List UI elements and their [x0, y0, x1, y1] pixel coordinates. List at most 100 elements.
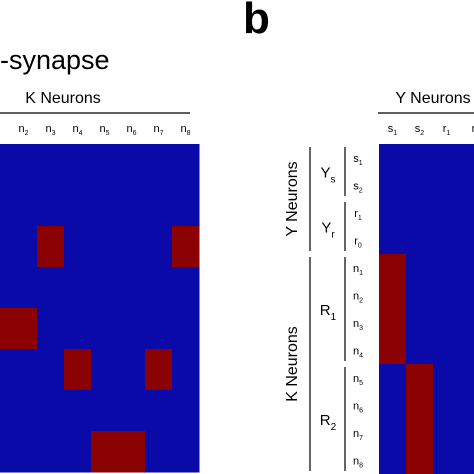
right-heatmap-cell — [460, 226, 474, 255]
right-column-label: r1 — [443, 123, 451, 137]
left-heatmap-cell — [118, 308, 146, 350]
left-group-label: K Neurons — [25, 90, 101, 107]
left-heatmap-cell — [118, 267, 146, 309]
left-heatmap-cell — [91, 308, 119, 350]
right-heatmap-cell — [406, 336, 434, 365]
left-heatmap-cell — [0, 267, 38, 309]
left-heatmap-cell — [172, 267, 200, 309]
left-heatmap-cell — [118, 226, 146, 268]
left-column-label: n7 — [153, 123, 163, 137]
left-heatmap-cell — [145, 226, 173, 268]
right-heatmap-cell — [460, 254, 474, 282]
right-heatmap-cell — [460, 419, 474, 447]
left-heatmap-cell — [0, 431, 38, 473]
right-heatmap-cell — [433, 144, 461, 172]
left-heatmap-cell — [64, 185, 92, 227]
right-heatmap-cell — [379, 226, 407, 255]
left-heatmap-cell — [145, 308, 173, 350]
right-heatmap-cell — [433, 446, 461, 474]
left-heatmap-cell — [0, 226, 38, 268]
left-heatmap-cell — [172, 349, 200, 391]
right-heatmap-cell — [406, 309, 434, 337]
right-heatmap-cell — [433, 309, 461, 337]
subgroup-label: R2 — [320, 412, 337, 433]
right-row-label: n8 — [353, 455, 363, 469]
right-column-label: r — [472, 123, 474, 135]
right-heatmap-cell — [406, 281, 434, 310]
right-heatmap-cell — [379, 281, 407, 310]
left-heatmap-cell — [145, 349, 173, 391]
right-row-label: s1 — [353, 153, 363, 167]
right-heatmap-cell — [433, 391, 461, 420]
left-column-label: n4 — [72, 123, 82, 137]
right-heatmap-cell — [379, 419, 407, 447]
right-row-label: n4 — [353, 345, 363, 359]
subgroup-label: Yr — [321, 220, 335, 241]
left-heatmap-cell — [0, 349, 38, 391]
left-heatmap-cell — [91, 431, 119, 473]
right-heatmap-cell — [379, 199, 407, 227]
left-heatmap-cell — [172, 431, 200, 473]
left-column-label: n8 — [180, 123, 190, 137]
left-heatmap-cell — [172, 308, 200, 350]
right-row-label: s2 — [353, 180, 363, 194]
right-heatmap-cell — [433, 336, 461, 365]
left-heatmap-cell — [37, 185, 65, 227]
right-row-label: n6 — [353, 400, 363, 414]
left-heatmap-cell — [145, 185, 173, 227]
right-heatmap-cell — [406, 391, 434, 420]
left-heatmap-cell — [0, 390, 38, 432]
left-heatmap-cell — [37, 267, 65, 309]
left-column-label: n3 — [45, 123, 55, 137]
right-heatmap-cell — [460, 446, 474, 474]
right-heatmap-cell — [406, 364, 434, 392]
right-heatmap-cell — [433, 171, 461, 200]
right-heatmap-cell — [433, 419, 461, 447]
left-column-label: n5 — [99, 123, 109, 137]
right-column-label: s1 — [388, 123, 398, 137]
right-heatmap-cell — [406, 254, 434, 282]
left-heatmap-cell — [91, 349, 119, 391]
left-heatmap-cell — [118, 144, 146, 186]
right-heatmap-cell — [406, 199, 434, 227]
group-label: Y Neurons — [284, 161, 301, 236]
left-heatmap-cell — [64, 431, 92, 473]
right-heatmap-cell — [406, 171, 434, 200]
left-heatmap-cell — [37, 226, 65, 268]
right-row-label: n1 — [353, 263, 363, 277]
left-heatmap-cell — [37, 390, 65, 432]
left-heatmap-cell — [37, 308, 65, 350]
left-heatmap-cell — [145, 267, 173, 309]
right-heatmap-cell — [460, 364, 474, 392]
left-heatmap-cell — [64, 267, 92, 309]
left-heatmap-cell — [64, 390, 92, 432]
right-heatmap-cell — [433, 199, 461, 227]
left-heatmap-cell — [64, 308, 92, 350]
left-heatmap-cell — [0, 144, 38, 186]
right-heatmap-cell — [433, 281, 461, 310]
left-heatmap-cell — [37, 349, 65, 391]
right-heatmap-cell — [379, 144, 407, 172]
left-heatmap-cell — [91, 226, 119, 268]
left-heatmap-cell — [91, 267, 119, 309]
left-heatmap-cell — [172, 144, 200, 186]
left-panel-title: -synapse — [0, 45, 110, 75]
right-heatmap-cell — [379, 391, 407, 420]
right-heatmap-cell — [433, 364, 461, 392]
left-heatmap-cell — [0, 185, 38, 227]
right-heatmap-cell — [379, 446, 407, 474]
right-heatmap-cell — [379, 364, 407, 392]
subgroup-label: R1 — [320, 302, 337, 323]
right-heatmap-cell — [460, 281, 474, 310]
right-row-label: r0 — [354, 235, 362, 249]
right-heatmap-cell — [460, 171, 474, 200]
left-heatmap-cell — [64, 349, 92, 391]
left-heatmap-cell — [118, 390, 146, 432]
subgroup-label: Ys — [320, 165, 335, 186]
right-row-label: n3 — [353, 318, 363, 332]
left-heatmap-cell — [37, 144, 65, 186]
right-heatmap-cell — [379, 336, 407, 365]
left-heatmap-cell — [37, 431, 65, 473]
left-heatmap-cell — [64, 144, 92, 186]
